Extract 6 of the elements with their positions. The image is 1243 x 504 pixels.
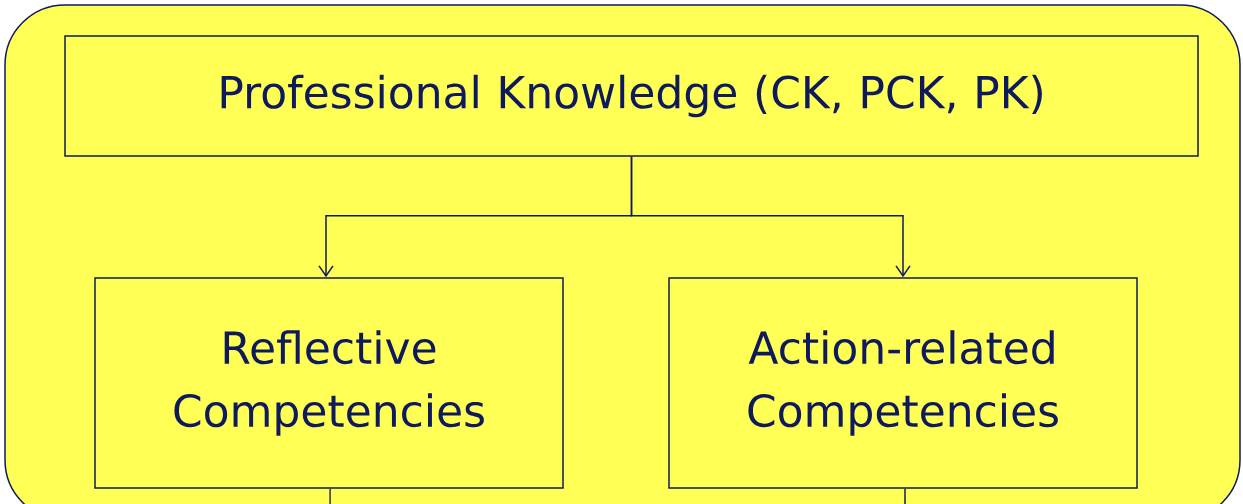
text-box: Action-related Competencies — [668, 277, 1138, 489]
text-box: Reflective Competencies — [94, 277, 564, 489]
text-box: Professional Knowledge (CK, PCK, PK) — [64, 35, 1199, 157]
arrow — [630, 156, 911, 278]
connector-line — [329, 488, 331, 504]
connector-line — [904, 488, 906, 504]
